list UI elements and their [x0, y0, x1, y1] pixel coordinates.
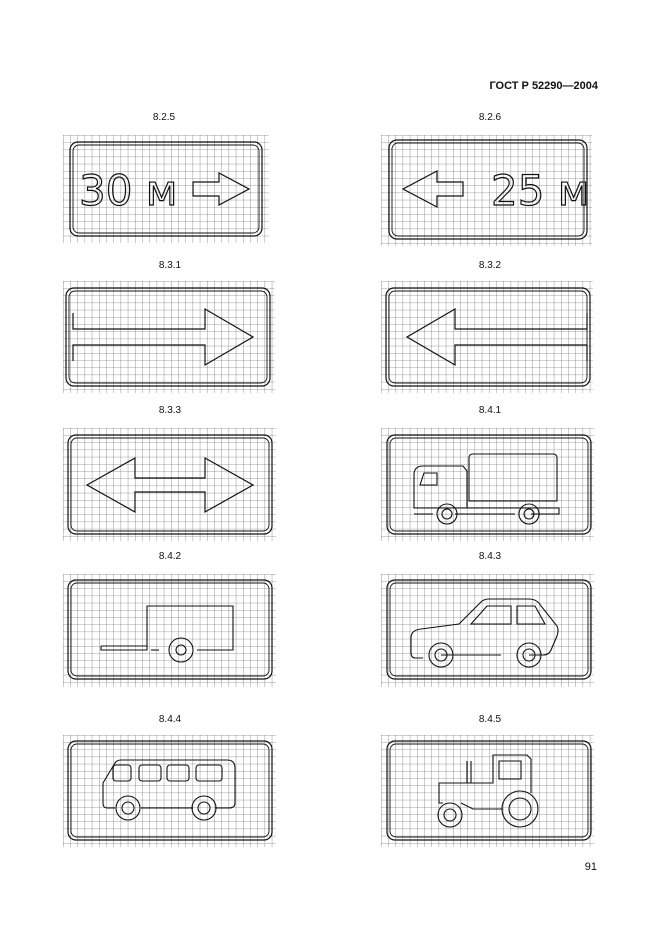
sign-8-4-1	[381, 428, 594, 541]
sign-8-3-3	[63, 428, 276, 541]
sign-label-8-4-2: 8.4.2	[158, 551, 182, 562]
arrow-left-icon	[405, 307, 588, 367]
arrow-right-icon	[72, 307, 255, 367]
sign-8-4-3	[381, 574, 594, 687]
distance-text: 30 м	[79, 166, 177, 215]
sign-8-2-6: 25 м	[381, 135, 592, 246]
sign-label-8-4-4: 8.4.4	[158, 714, 182, 725]
sign-8-4-2	[63, 574, 276, 687]
double-arrow-icon	[85, 456, 255, 514]
arrow-left-icon	[401, 170, 464, 208]
page-number: 91	[584, 861, 597, 873]
sign-8-4-4	[63, 735, 276, 847]
sign-label-8-4-1: 8.4.1	[478, 405, 502, 416]
sign-label-8-2-6: 8.2.6	[478, 112, 502, 123]
sign-label-8-3-2: 8.3.2	[478, 260, 502, 271]
sign-8-2-5: 30 м	[63, 135, 269, 243]
car-icon	[410, 598, 559, 668]
tractor-icon	[437, 754, 539, 828]
sign-8-3-2	[381, 281, 593, 393]
arrow-right-icon	[192, 172, 251, 206]
distance-text: 25 м	[491, 166, 589, 215]
sign-8-3-1	[63, 281, 275, 393]
bus-icon	[102, 759, 236, 821]
sign-label-8-4-5: 8.4.5	[478, 714, 502, 725]
sign-label-8-3-1: 8.3.1	[158, 260, 182, 271]
sign-label-8-3-3: 8.3.3	[158, 405, 182, 416]
sign-8-4-5	[381, 735, 594, 847]
truck-icon	[413, 453, 560, 525]
sign-label-8-4-3: 8.4.3	[478, 551, 502, 562]
document-header: ГОСТ Р 52290—2004	[489, 80, 598, 92]
trailer-icon	[100, 605, 234, 663]
sign-label-8-2-5: 8.2.5	[152, 112, 176, 123]
